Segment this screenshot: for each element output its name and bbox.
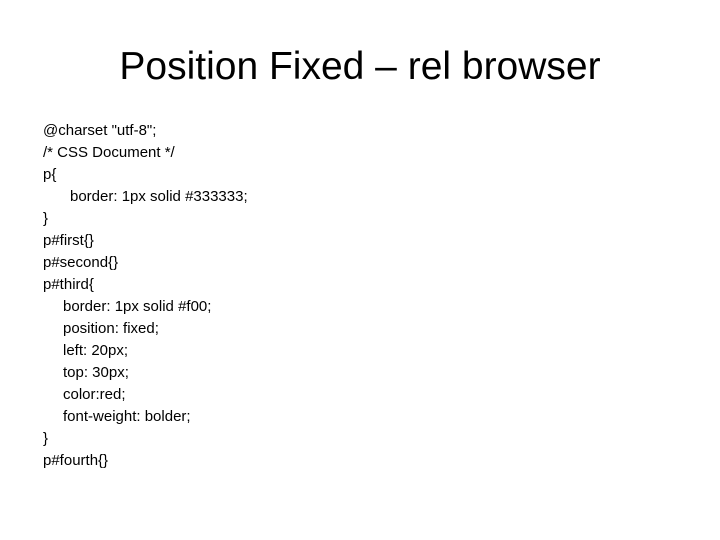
code-line: font-weight: bolder;: [63, 408, 191, 425]
code-line: p#first{}: [43, 232, 94, 249]
code-line: top: 30px;: [63, 364, 129, 381]
page-title: Position Fixed – rel browser: [119, 45, 601, 88]
code-line: color:red;: [63, 386, 126, 403]
code-line: }: [43, 430, 49, 447]
code-line: /* CSS Document */: [43, 144, 175, 161]
code-line: position: fixed;: [63, 320, 159, 337]
code-line: border: 1px solid #333333;: [70, 188, 248, 205]
code-line: @charset "utf-8";: [43, 122, 157, 139]
code-line: }: [43, 210, 49, 227]
code-line: p#third{: [43, 276, 94, 293]
code-line: left: 20px;: [63, 342, 129, 359]
code-line: p#fourth{}: [43, 452, 109, 469]
code-line: p#second{}: [43, 254, 119, 271]
code-line: border: 1px solid #f00;: [63, 298, 212, 315]
code-line: p{: [43, 166, 57, 183]
css-code-block: @charset "utf-8"; /* CSS Document */ p{ bor…: [43, 120, 663, 472]
